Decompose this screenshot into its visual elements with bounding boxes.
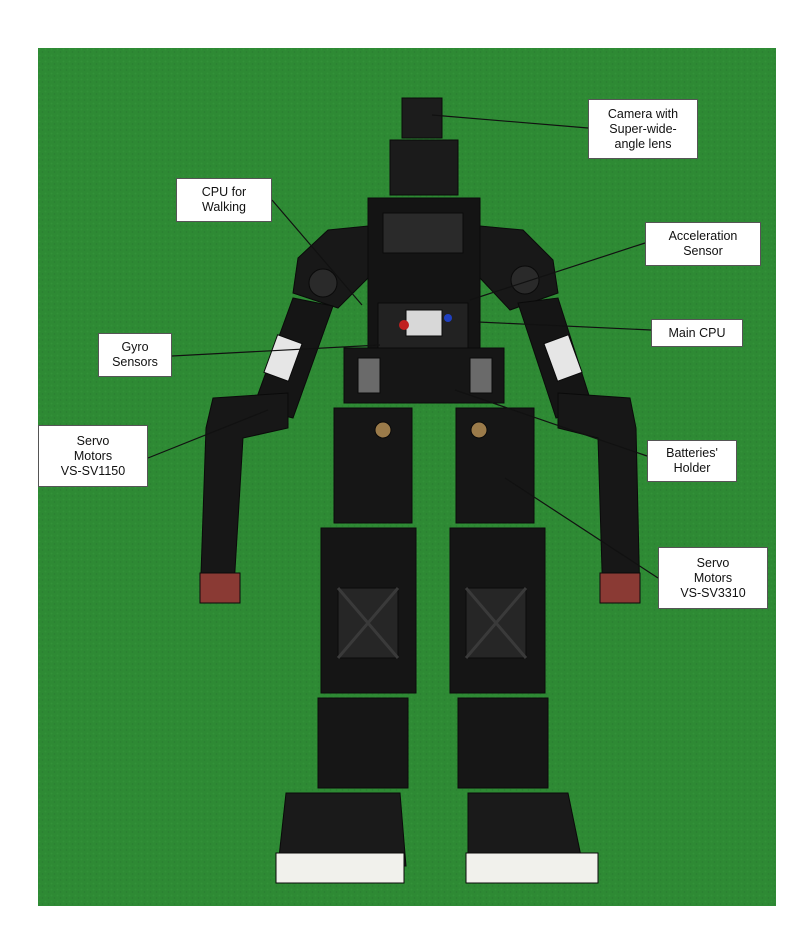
servo-motors-arm-label: Servo Motors VS-SV1150: [38, 425, 148, 487]
cpu-walking-label: CPU for Walking: [176, 178, 272, 222]
servo-motors-leg-label: Servo Motors VS-SV3310: [658, 547, 768, 609]
main-cpu-label: Main CPU: [651, 319, 743, 347]
acceleration-sensor-label: Acceleration Sensor: [645, 222, 761, 266]
camera-label: Camera with Super-wide- angle lens: [588, 99, 698, 159]
robot: [199, 97, 641, 884]
batteries-holder-label: Batteries' Holder: [647, 440, 737, 482]
gyro-sensors-label: Gyro Sensors: [98, 333, 172, 377]
